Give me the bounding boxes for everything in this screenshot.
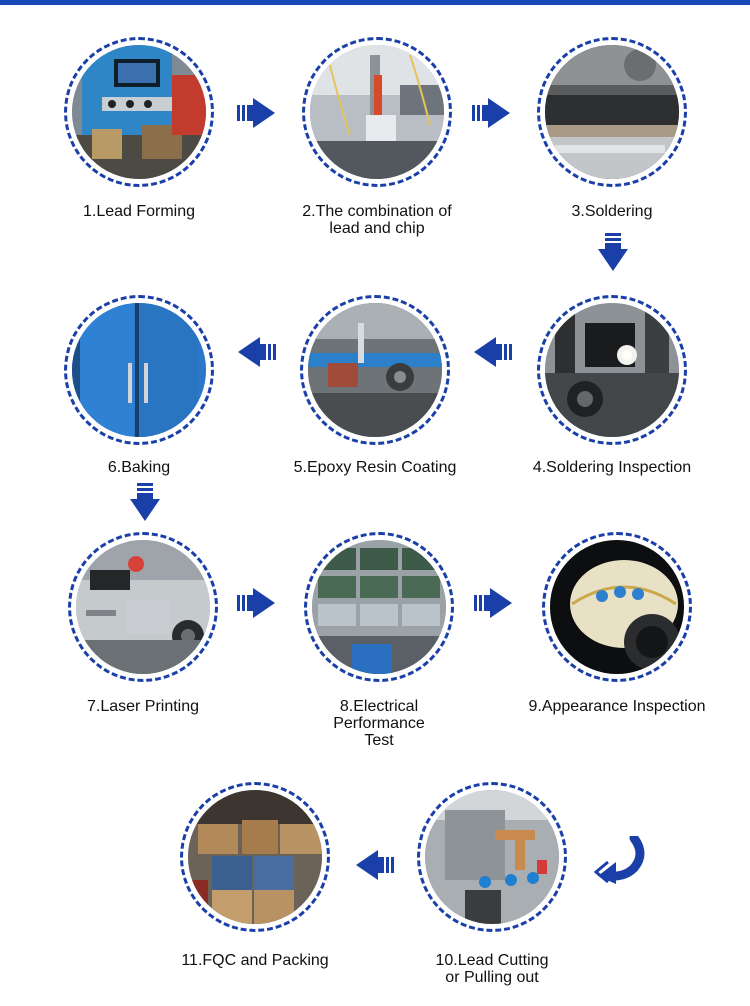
step-3-label: 3.Soldering [571, 203, 653, 220]
step-1-lead-forming [64, 37, 214, 187]
soldering-photo [545, 45, 679, 179]
baking-oven-photo [72, 303, 206, 437]
step-3-soldering [537, 37, 687, 187]
curved-return-arrow-icon [594, 836, 646, 884]
step-8-electrical-test [304, 532, 454, 682]
test-racks-photo [312, 540, 446, 674]
arrow-left-icon [238, 337, 276, 367]
arrow-left-icon [474, 337, 512, 367]
step-6-label: 6.Baking [107, 459, 171, 476]
warehouse-photo [188, 790, 322, 924]
step-9-label: 9.Appearance Inspection [528, 698, 706, 715]
arrow-left-icon [356, 850, 394, 880]
step-2-label: 2.The combination of lead and chip [302, 203, 452, 237]
cutting-machine-photo [425, 790, 559, 924]
arrow-down-icon [130, 483, 160, 521]
step-5-epoxy-coating [300, 295, 450, 445]
coating-machine-photo [308, 303, 442, 437]
assembly-photo [310, 45, 444, 179]
step-11-label: 11.FQC and Packing [181, 952, 329, 969]
arrow-right-icon [237, 588, 275, 618]
arrow-right-icon [474, 588, 512, 618]
step-10-lead-cutting [417, 782, 567, 932]
step-7-label: 7.Laser Printing [86, 698, 200, 715]
step-1-label: 1.Lead Forming [82, 203, 196, 220]
top-accent-bar [0, 0, 750, 5]
arrow-right-icon [472, 98, 510, 128]
inspection-camera-photo [545, 303, 679, 437]
step-10-label: 10.Lead Cutting or Pulling out [435, 952, 549, 986]
step-5-label: 5.Epoxy Resin Coating [293, 459, 457, 476]
step-2-lead-chip [302, 37, 452, 187]
inspection-lens-photo [550, 540, 684, 674]
laser-printer-photo [76, 540, 210, 674]
step-11-fqc-packing [180, 782, 330, 932]
step-4-soldering-inspection [537, 295, 687, 445]
step-7-laser-printing [68, 532, 218, 682]
step-9-appearance-inspection [542, 532, 692, 682]
step-6-baking [64, 295, 214, 445]
arrow-down-icon [598, 233, 628, 271]
arrow-right-icon [237, 98, 275, 128]
step-4-label: 4.Soldering Inspection [532, 459, 692, 476]
lead-forming-photo [72, 45, 206, 179]
step-8-label: 8.Electrical Performance Test [333, 698, 425, 749]
